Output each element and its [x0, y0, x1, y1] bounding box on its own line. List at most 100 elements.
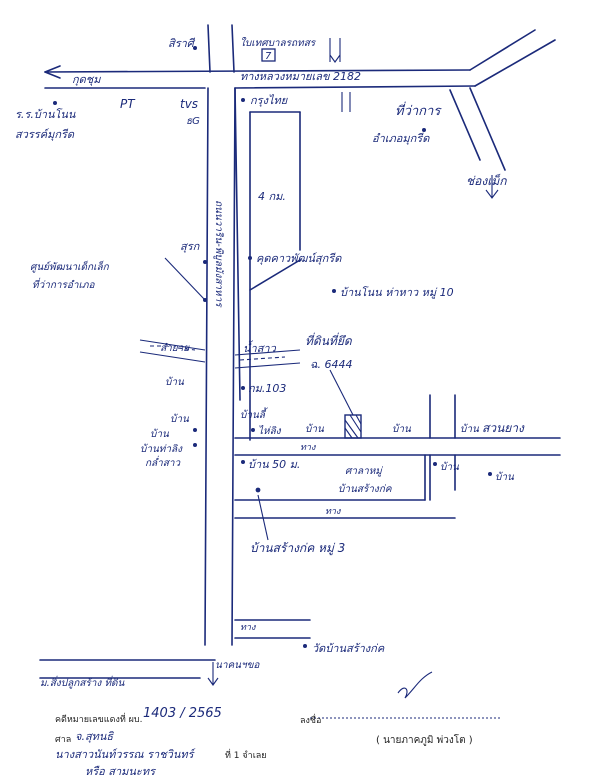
- defendant-tail: ที่ 1 จำเลย: [225, 751, 267, 761]
- shop-7-box: [261, 48, 276, 62]
- kudkham-label: คุดคาวพัฒน์สุกรีด: [256, 252, 342, 265]
- case-label: คดีหมายเลขแดงที่ ผบ.: [55, 715, 143, 725]
- point-wat: [303, 644, 307, 648]
- point-district: [422, 128, 426, 132]
- signer-name: ( นายภาคภูมิ พ่วงโต ): [376, 735, 473, 746]
- chong-mek-label: ช่องเม็ก: [466, 173, 507, 188]
- canal-west: [139, 339, 206, 363]
- village-pointer: [257, 494, 269, 541]
- signature-mark: [397, 671, 433, 699]
- highway-label: ทางหลวงหมายเลข 2182: [240, 70, 361, 83]
- school-label-2: สวรรค์มุกรีด: [15, 128, 75, 141]
- point-village: [255, 487, 261, 493]
- point-kudkham: [248, 256, 252, 260]
- court-label: ศาล: [55, 735, 72, 745]
- ban-2-label: บ้าน: [392, 423, 412, 435]
- highway-2182-north-edge: [44, 69, 471, 73]
- sign-label: ลงชื่อ: [300, 716, 322, 726]
- og-label: ธG: [186, 116, 200, 127]
- child-center-label-2: ที่ว่าการอำเภอ: [32, 277, 95, 291]
- ban-tan-label-2: บ้านท่าลิง: [140, 443, 183, 455]
- point-ban-east2: [433, 462, 437, 466]
- child-center-label: ศูนย์พัฒนาเด็กเล็ก: [30, 260, 110, 273]
- arrow-west-icon: [44, 65, 61, 79]
- ban-3-label: บ้าน: [460, 423, 480, 435]
- footer: คดีหมายเลขแดงที่ ผบ. 1403 / 2565 ศาล จ.ส…: [0, 700, 605, 780]
- point-ban-nai: [251, 428, 255, 432]
- ban-nai-label: บ้านลี้: [240, 407, 268, 421]
- main-road-west-edge: [204, 87, 209, 646]
- village-3-label: บ้านสร้างก่ค หมู่ 3: [250, 541, 345, 556]
- point-ban-left: [193, 428, 197, 432]
- road-thang-label: ทาง: [300, 443, 316, 453]
- ban-50m-label: บ้าน 50 ม.: [248, 458, 300, 471]
- point-ban-tan: [193, 443, 197, 447]
- point-sutthi: [203, 260, 207, 264]
- km103-label: กม.103: [248, 382, 286, 395]
- road-thang3-label: ทาง: [240, 623, 256, 633]
- sirathai-label: สิราศี: [168, 37, 196, 50]
- main-road-east-edge: [231, 87, 236, 646]
- kudchum-label: กุดชุม: [72, 73, 101, 86]
- district-label: ที่ว่าการ: [395, 101, 442, 119]
- road-ban-non: [249, 259, 301, 291]
- bank-label: ใบเทศบาลรถทสร: [240, 37, 317, 49]
- canal-east: [234, 349, 301, 369]
- canal-flow-west: [150, 345, 196, 351]
- bottom-left-label: ม.สิ่งปลูกสร้าง ที่ดิน: [40, 675, 126, 689]
- child-center-pointer: [164, 257, 206, 301]
- ban-nai2-label: ไห่ลิง: [258, 425, 282, 437]
- ban-6-label: บ้าน: [495, 471, 515, 483]
- point-ban-non: [332, 289, 336, 293]
- road-northeast-2: [474, 39, 556, 87]
- plot-land-label: ที่ดินที่ยึด: [305, 332, 353, 348]
- ban-1-label: บ้าน: [305, 423, 325, 435]
- ban-non-label: บ้านโนน ห่าหาว หมู่ 10: [340, 286, 454, 299]
- suan-yang-label: สวนยาง: [482, 421, 525, 435]
- krungthai-label: กรุงไทย: [250, 94, 289, 107]
- main-road-label: ถนนวาริน-พิบูลมังสาหาร: [213, 200, 225, 308]
- road-thang2-label: ทาง: [325, 507, 341, 517]
- court-name: จ.สุทนธิ: [75, 730, 114, 743]
- case-number: 1403 / 2565: [143, 706, 222, 721]
- side-road-inner: [234, 87, 241, 401]
- bottom-right-label: นาคนฯขอ: [215, 660, 260, 671]
- plot-hatch: [344, 414, 362, 439]
- main-road-north-west: [207, 24, 211, 73]
- plot-deed-label: ฉ. 6444: [310, 358, 352, 371]
- point-50m: [241, 460, 245, 464]
- tvs-label: tvs: [180, 97, 198, 111]
- district-label-2: อำเภอมุกรีด: [372, 132, 430, 145]
- school-nai2-label: บ้านสร้างก่ค: [338, 483, 393, 495]
- ban-tan-label-3: กล่ำสาว: [145, 455, 182, 469]
- school-label: ร.ร.บ้านโนน: [15, 108, 76, 121]
- wat-label: วัดบ้านสร้างก่ค: [312, 642, 385, 655]
- arrow-chong-mek-icon: [485, 175, 499, 199]
- ban-5-label: บ้าน: [440, 461, 460, 473]
- ban-tan-label: บ้าน: [150, 428, 170, 440]
- ban-left-label: บ้าน: [165, 376, 185, 388]
- plot-pointer: [329, 369, 354, 416]
- arrow-north-marks: [329, 38, 341, 63]
- road-chong-mek-2: [469, 87, 506, 171]
- point-child-center: [203, 298, 207, 302]
- canal-flow-east: [239, 356, 286, 361]
- plot-rect: [344, 414, 362, 439]
- point-school: [53, 101, 57, 105]
- arrow-south-icon: [207, 662, 219, 686]
- point-krungthai: [241, 98, 245, 102]
- sutthi-label: สุรก: [180, 240, 201, 253]
- point-km103: [241, 386, 245, 390]
- shop-7-label: 7: [265, 51, 272, 62]
- ban-4-label: บ้าน: [170, 413, 190, 425]
- point-sirathai: [193, 46, 197, 50]
- road-chong-mek-1: [449, 89, 481, 161]
- pt-label: PT: [120, 97, 136, 111]
- plaintiff: นางสาวนันท์วรรณ ราชวินทร์: [55, 748, 194, 761]
- school-nai-label: ศาลาหมู่: [345, 466, 384, 477]
- road-4km-label: 4 กม.: [258, 190, 286, 203]
- point-ban-east: [488, 472, 492, 476]
- highway-2182-south-edge: [234, 85, 476, 89]
- main-road-north-east: [231, 24, 235, 73]
